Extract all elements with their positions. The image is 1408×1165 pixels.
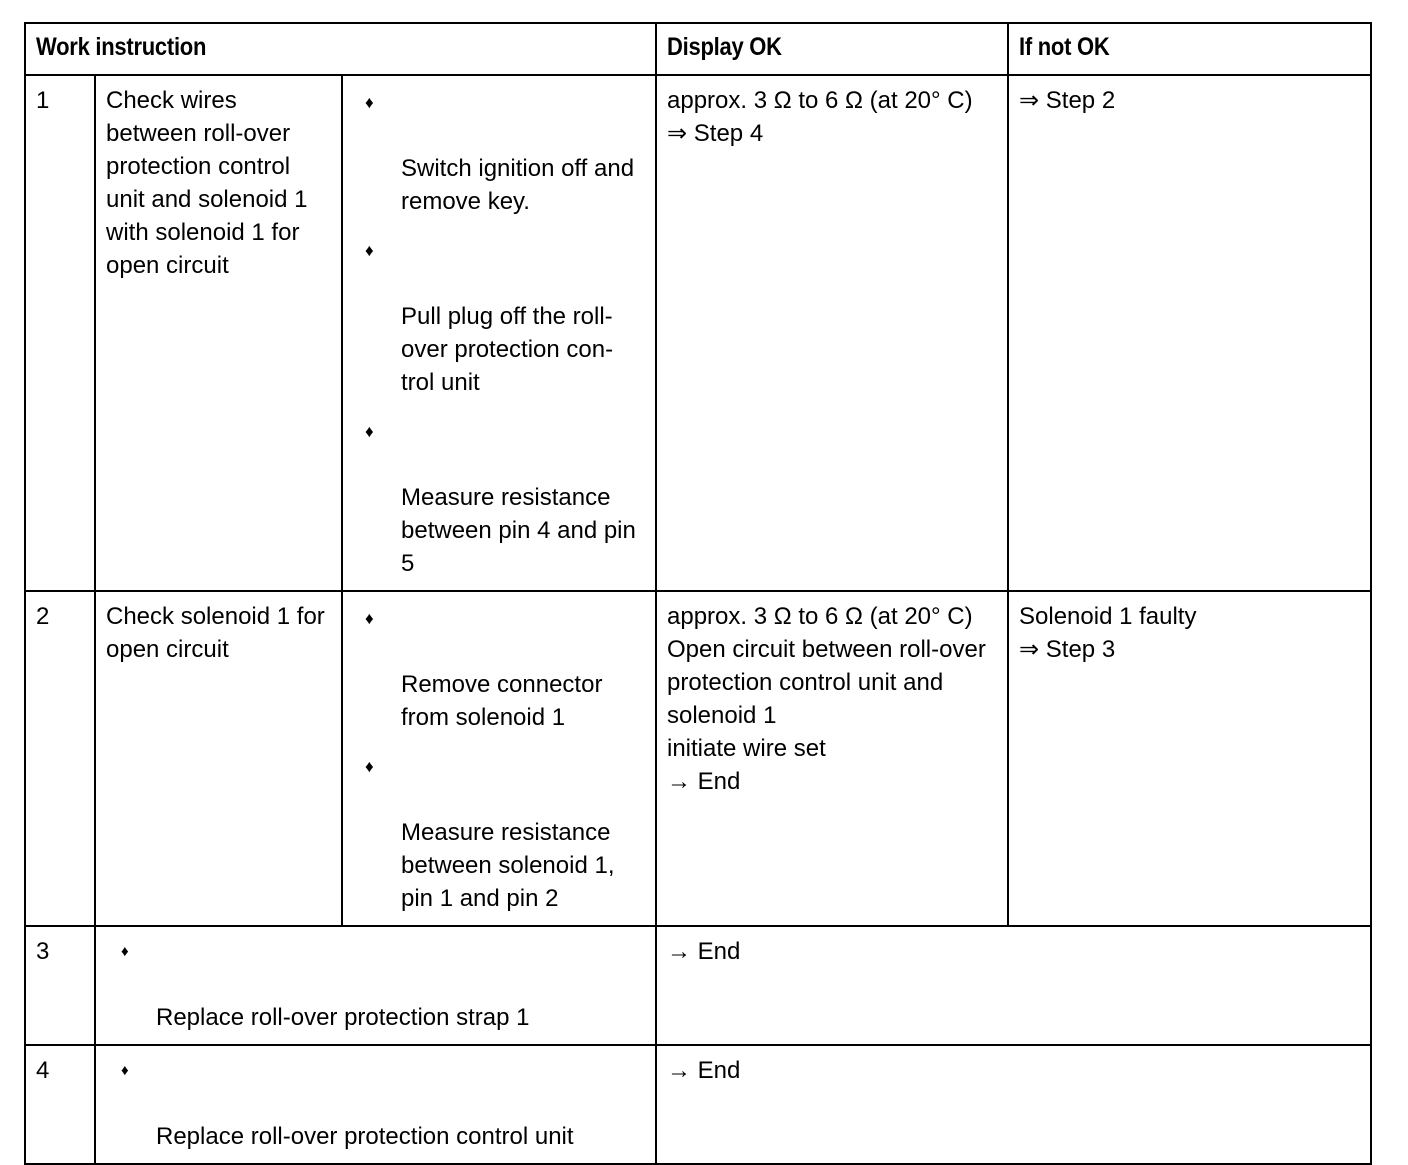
- action-text: Measure resistance between solenoid 1, p…: [401, 819, 615, 912]
- if-not-ok-text: ⇒ Step 2: [1019, 87, 1116, 114]
- column-header-work-instruction: Work instruction: [24, 22, 657, 76]
- step-actions-cell: ♦ Replace roll-over protection strap 1: [94, 925, 657, 1046]
- action-text: Remove connector from solenoid 1: [401, 671, 603, 731]
- display-ok-text: approx. 3 Ω to 6 Ω (at 20° C) ⇒ Step 4: [667, 87, 973, 147]
- step-number: 3: [36, 938, 50, 965]
- table-row: 3 ♦ Replace roll-over protection strap 1…: [24, 925, 1372, 1046]
- bullet-icon: ♦: [365, 241, 374, 260]
- result-text: → End: [667, 1057, 741, 1084]
- if-not-ok-cell: Solenoid 1 faulty ⇒ Step 3: [1007, 590, 1372, 927]
- list-item: ♦ Remove connector from solenoid 1: [353, 602, 647, 734]
- step-description-cell: Check wires between roll-over protection…: [94, 74, 343, 592]
- action-text: Replace roll-over protection control uni…: [156, 1123, 574, 1150]
- bullet-icon: ♦: [121, 1062, 129, 1079]
- step-number-cell: 2: [24, 590, 96, 927]
- step-number: 4: [36, 1057, 50, 1084]
- list-item: ♦ Switch ignition off and remove key.: [353, 86, 647, 218]
- display-ok-cell: approx. 3 Ω to 6 Ω (at 20° C) Open circu…: [655, 590, 1009, 927]
- result-text: → End: [667, 938, 741, 965]
- list-item: ♦ Replace roll-over protection strap 1: [106, 935, 647, 1034]
- action-list: ♦ Switch ignition off and remove key. ♦ …: [353, 86, 647, 580]
- table-header-row: Work instruction Display OK If not OK: [24, 22, 1372, 76]
- work-instruction-table: Work instruction Display OK If not OK 1 …: [24, 22, 1372, 1165]
- table-row: 2 Check solenoid 1 for open circuit ♦ Re…: [24, 590, 1372, 927]
- column-header-display-ok: Display OK: [655, 22, 1009, 76]
- bullet-icon: ♦: [365, 609, 374, 628]
- list-item: ♦ Pull plug off the roll-over protection…: [353, 234, 647, 399]
- step-number: 1: [36, 87, 50, 114]
- bullet-icon: ♦: [365, 757, 374, 776]
- display-ok-text: approx. 3 Ω to 6 Ω (at 20° C) Open circu…: [667, 603, 986, 795]
- step-number-cell: 3: [24, 925, 96, 1046]
- bullet-icon: ♦: [365, 422, 374, 441]
- list-item: ♦ Measure resistance between solenoid 1,…: [353, 750, 647, 915]
- column-header-if-not-ok: If not OK: [1007, 22, 1372, 76]
- step-number: 2: [36, 603, 50, 630]
- action-text: Pull plug off the roll-over protection c…: [401, 303, 614, 396]
- step-actions-cell: ♦ Remove connector from solenoid 1 ♦ Mea…: [341, 590, 657, 927]
- action-text: Measure resistance between pin 4 and pin…: [401, 484, 636, 577]
- bullet-icon: ♦: [365, 93, 374, 112]
- step-actions-cell: ♦ Replace roll-over protection control u…: [94, 1044, 657, 1165]
- column-header-display-ok-label: Display OK: [667, 33, 782, 61]
- step-description: Check wires between roll-over protection…: [106, 87, 308, 279]
- table-row: 1 Check wires between roll-over protecti…: [24, 74, 1372, 592]
- step-number-cell: 1: [24, 74, 96, 592]
- document-page: Work instruction Display OK If not OK 1 …: [24, 22, 1372, 1165]
- step-description: Check solenoid 1 for open circuit: [106, 603, 325, 663]
- step-description-cell: Check solenoid 1 for open circuit: [94, 590, 343, 927]
- if-not-ok-text: Solenoid 1 faulty ⇒ Step 3: [1019, 603, 1197, 663]
- display-ok-cell: approx. 3 Ω to 6 Ω (at 20° C) ⇒ Step 4: [655, 74, 1009, 592]
- action-list: ♦ Replace roll-over protection strap 1: [106, 935, 647, 1034]
- step-number-cell: 4: [24, 1044, 96, 1165]
- bullet-icon: ♦: [121, 943, 129, 960]
- if-not-ok-cell: ⇒ Step 2: [1007, 74, 1372, 592]
- column-header-if-not-ok-label: If not OK: [1019, 33, 1110, 61]
- action-text: Switch ignition off and remove key.: [401, 155, 635, 215]
- action-text: Replace roll-over protection strap 1: [156, 1004, 530, 1031]
- action-list: ♦ Remove connector from solenoid 1 ♦ Mea…: [353, 602, 647, 915]
- column-header-work-instruction-label: Work instruction: [36, 33, 207, 61]
- list-item: ♦ Measure resistance between pin 4 and p…: [353, 415, 647, 580]
- table-row: 4 ♦ Replace roll-over protection control…: [24, 1044, 1372, 1165]
- step-actions-cell: ♦ Switch ignition off and remove key. ♦ …: [341, 74, 657, 592]
- result-cell: → End: [655, 925, 1372, 1046]
- result-cell: → End: [655, 1044, 1372, 1165]
- action-list: ♦ Replace roll-over protection control u…: [106, 1054, 647, 1153]
- list-item: ♦ Replace roll-over protection control u…: [106, 1054, 647, 1153]
